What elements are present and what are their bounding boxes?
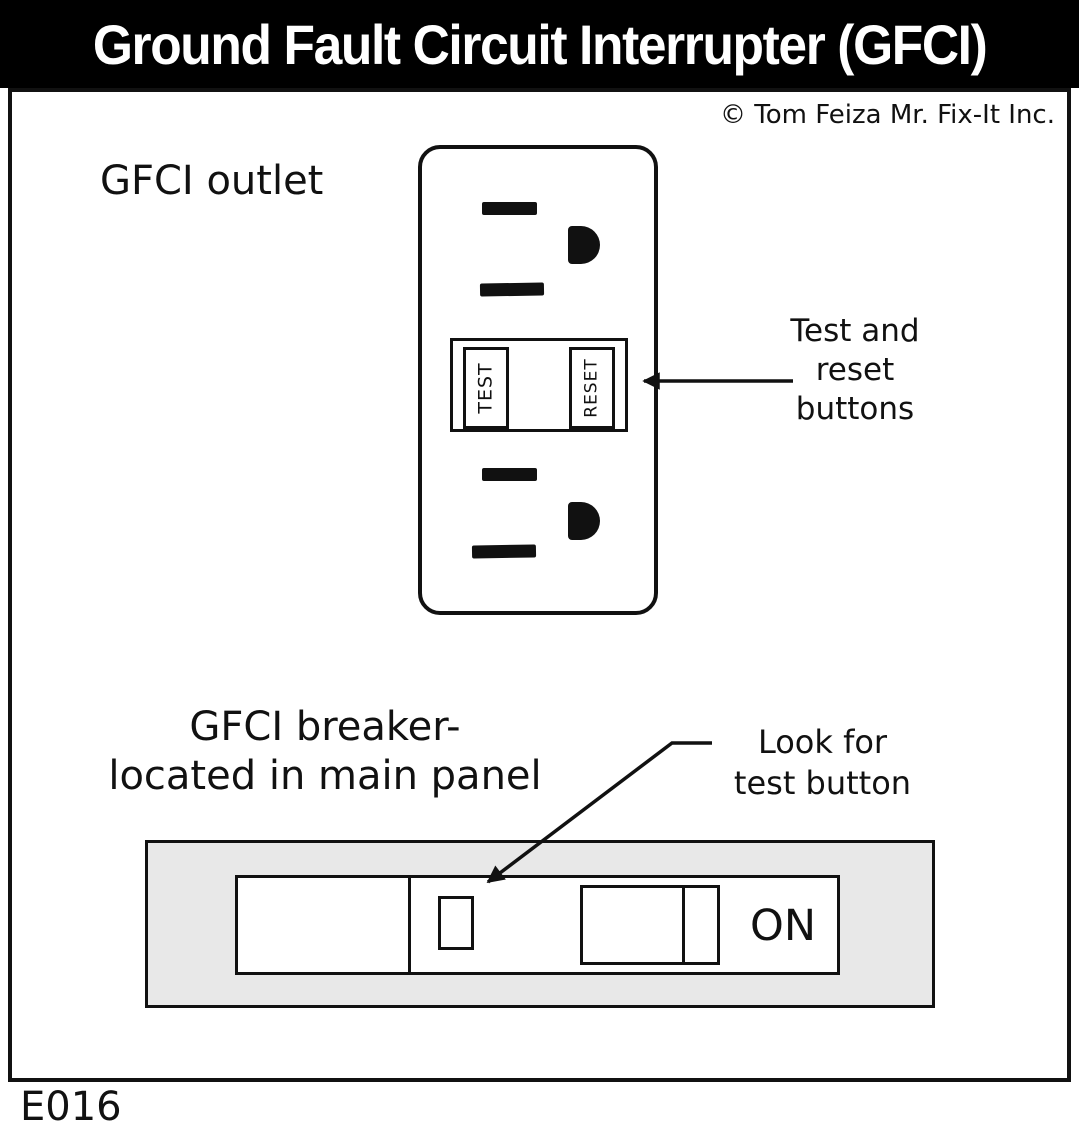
diagram-code: E016 [20, 1084, 122, 1130]
breaker-body-divider [408, 877, 411, 973]
look-for-annotation-line2: test button [733, 764, 912, 802]
outlet-bottom-slot-upper [482, 468, 537, 481]
test-reset-annotation: Test and reset buttons [765, 312, 945, 429]
gfci-outlet-drawing: TEST RESET [418, 145, 658, 615]
outlet-label: GFCI outlet [100, 158, 324, 204]
look-for-annotation: Look for test button [715, 722, 930, 804]
reset-button-label: RESET [582, 358, 603, 418]
breaker-switch-divider [682, 888, 685, 962]
breaker-on-label: ON [750, 901, 817, 951]
breaker-switch [580, 885, 720, 965]
breaker-label: GFCI breaker- located in main panel [95, 703, 555, 801]
copyright-text: © Tom Feiza Mr. Fix-It Inc. [720, 100, 1055, 130]
breaker-label-line1: GFCI breaker- [189, 704, 461, 750]
diagram-frame [8, 88, 1071, 1082]
look-for-annotation-line1: Look for [757, 723, 888, 761]
outlet-top-slot-lower [479, 282, 545, 297]
reset-button: RESET [569, 347, 615, 429]
outlet-bottom-ground-hole [568, 502, 600, 540]
outlet-bottom-slot-lower [471, 544, 537, 559]
test-reset-annotation-line2: reset [815, 352, 895, 388]
breaker-label-line2: located in main panel [108, 753, 542, 799]
test-reset-button-group: TEST RESET [450, 338, 628, 432]
test-reset-annotation-line3: buttons [795, 391, 915, 427]
breaker-test-button [438, 896, 474, 950]
page-title: Ground Fault Circuit Interrupter (GFCI) [92, 12, 988, 76]
outlet-top-slot-upper [482, 202, 537, 215]
test-button-label: TEST [475, 362, 497, 414]
outlet-top-ground-hole [568, 226, 600, 264]
test-button: TEST [463, 347, 509, 429]
test-reset-annotation-line1: Test and [790, 313, 920, 349]
title-bar: Ground Fault Circuit Interrupter (GFCI) [0, 0, 1079, 88]
